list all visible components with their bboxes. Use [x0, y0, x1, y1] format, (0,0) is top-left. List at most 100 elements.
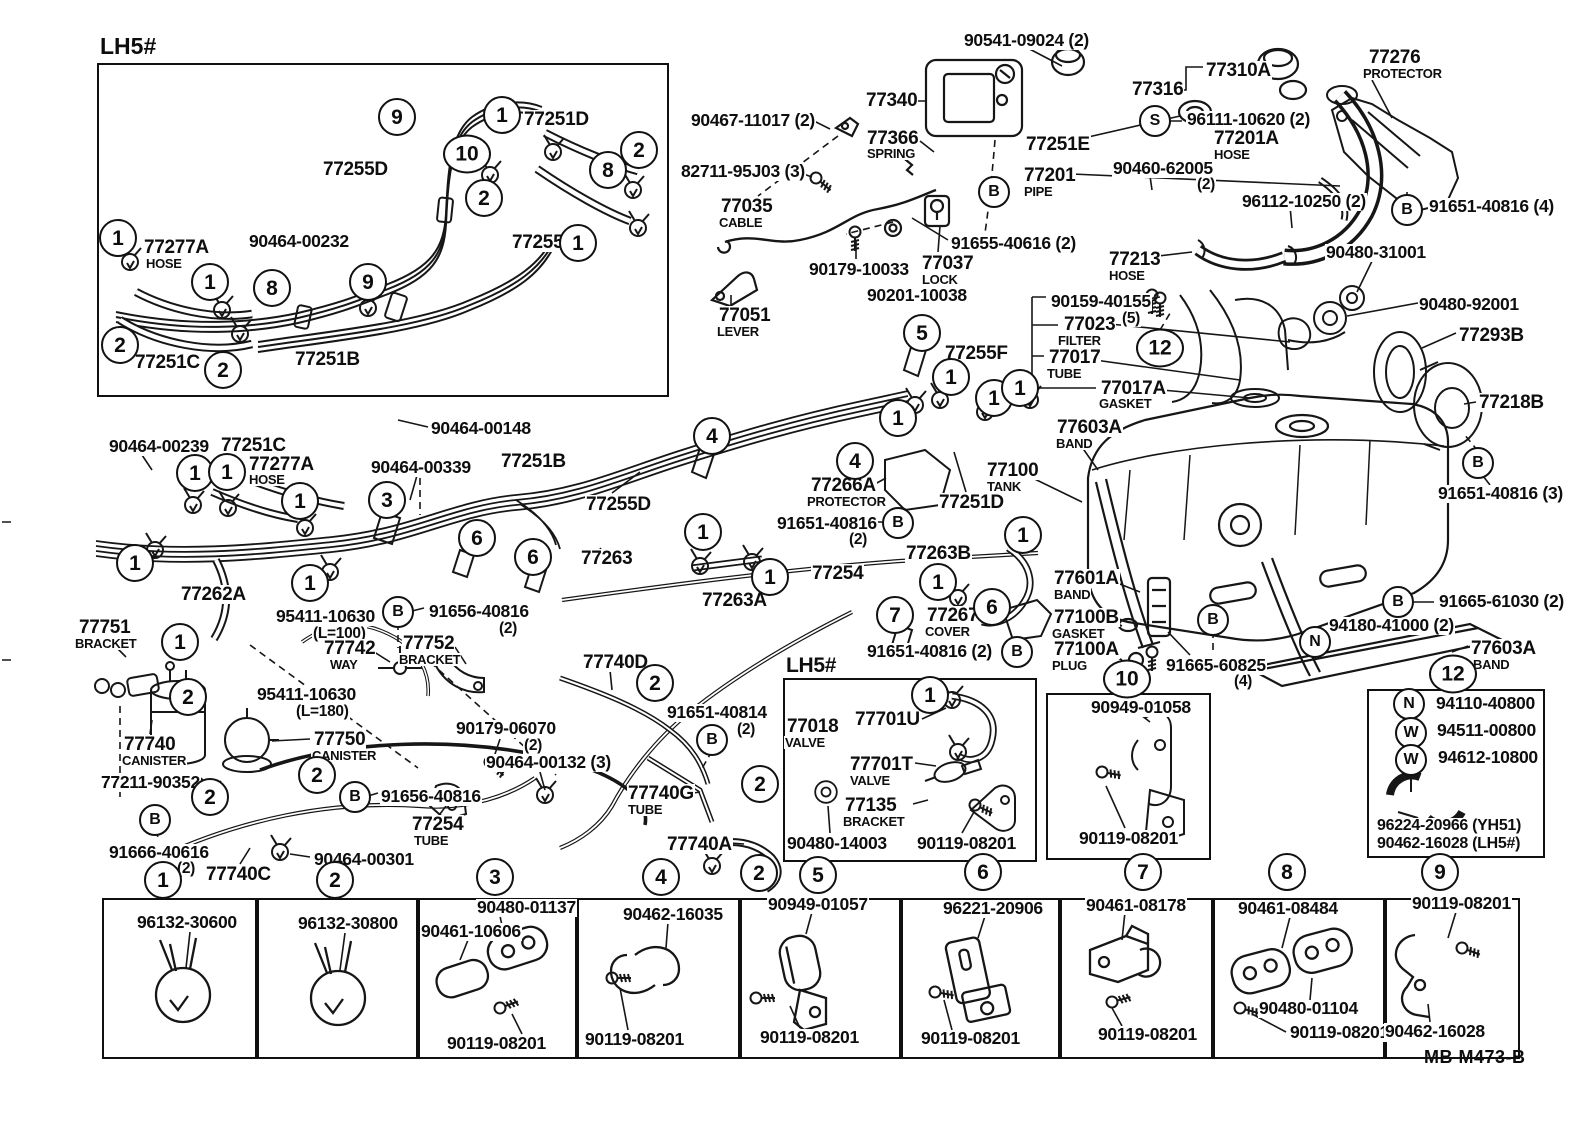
- part-label-77750: 77750: [313, 729, 367, 750]
- callout-1: 1: [919, 563, 957, 601]
- callout-1: 1: [208, 453, 246, 491]
- part-label-95411-10630: 95411-10630: [275, 606, 376, 626]
- part-label-91656-40816: 91656-40816: [380, 786, 482, 806]
- part-label-filter: FILTER: [1057, 333, 1102, 348]
- part-label-77740: 77740: [123, 734, 177, 755]
- page-variant-label: LH5#: [100, 33, 157, 59]
- callout-6: 6: [458, 519, 496, 557]
- part-label-valve: VALVE: [784, 735, 826, 750]
- bottom-cell-6: [899, 898, 1062, 1059]
- sender-tube-art: [1145, 288, 1346, 408]
- callout-1: 1: [751, 558, 789, 596]
- part-label-lh5: LH5#: [785, 654, 838, 677]
- callout-2: 2: [316, 861, 354, 899]
- callout-9: 9: [378, 98, 416, 136]
- part-label-protector: PROTECTOR: [1362, 66, 1443, 81]
- part-label-77742: 77742: [323, 638, 377, 659]
- callout-8: 8: [589, 151, 627, 189]
- callout-6: 6: [964, 853, 1002, 891]
- part-label-96224-20966-yh51: 96224-20966 (YH51): [1376, 817, 1523, 834]
- part-label-90119-08201: 90119-08201: [1289, 1022, 1390, 1042]
- callout-8: 8: [253, 269, 291, 307]
- part-label-77100: 77100: [986, 460, 1040, 481]
- part-label-77100b: 77100B: [1053, 607, 1120, 628]
- callout-3: 3: [476, 858, 514, 896]
- part-label-77277a: 77277A: [143, 237, 210, 258]
- part-label-90201-10038: 90201-10038: [866, 285, 968, 305]
- part-label-77218b: 77218B: [1478, 392, 1545, 413]
- part-label-band: BAND: [1053, 587, 1092, 602]
- part-label-pipe: PIPE: [1023, 184, 1054, 199]
- part-label-77017: 77017: [1048, 347, 1102, 368]
- part-label-91656-40816: 91656-40816: [428, 601, 530, 621]
- part-label-77262a: 77262A: [180, 584, 247, 605]
- part-label-lock: LOCK: [921, 272, 959, 287]
- callout-4: 4: [836, 442, 874, 480]
- callout-5: 5: [799, 856, 837, 894]
- part-label-94180-41000-2: 94180-41000 (2): [1328, 615, 1455, 635]
- bottom-row-art: [154, 924, 1483, 1032]
- part-label-77276: 77276: [1368, 47, 1422, 68]
- letter-callout-n: N: [1299, 626, 1331, 658]
- bottom-cell-8: [1211, 898, 1387, 1059]
- part-label-90464-00239: 90464-00239: [108, 436, 210, 456]
- part-label-90119-08201: 90119-08201: [446, 1033, 547, 1053]
- filler-door-art: [709, 46, 1308, 308]
- callout-1: 1: [161, 623, 199, 661]
- part-label-90461-10606: 90461-10606: [420, 921, 522, 941]
- part-label-90464-00148: 90464-00148: [430, 418, 532, 438]
- part-label-90464-00232: 90464-00232: [248, 231, 350, 251]
- part-label-bracket: BRACKET: [842, 814, 906, 829]
- callout-1: 1: [879, 399, 917, 437]
- part-label-91651-40816-2: 91651-40816 (2): [866, 641, 993, 661]
- part-label-protector: PROTECTOR: [806, 494, 887, 509]
- letter-callout-b: B: [882, 507, 914, 539]
- part-label-77293b: 77293B: [1458, 325, 1525, 346]
- part-label-90119-08201: 90119-08201: [1097, 1024, 1198, 1044]
- letter-callout-b: B: [139, 804, 171, 836]
- part-label-96112-10250-2: 96112-10250 (2): [1241, 191, 1367, 211]
- callout-8: 8: [1268, 853, 1306, 891]
- part-label-90462-16028: 90462-16028: [1384, 1021, 1486, 1041]
- part-label-77263a: 77263A: [701, 590, 768, 611]
- part-label-77251c: 77251C: [220, 435, 287, 456]
- part-label-91651-40816-3: 91651-40816 (3): [1437, 483, 1564, 503]
- part-label-77751: 77751: [78, 617, 132, 638]
- protector-art: [1330, 96, 1460, 212]
- part-label-77701t: 77701T: [849, 754, 914, 775]
- part-label-90541-09024-2: 90541-09024 (2): [963, 30, 1090, 50]
- letter-callout-b: B: [1391, 194, 1423, 226]
- part-label-l-100: (L=100): [312, 625, 367, 642]
- part-label-77603a: 77603A: [1056, 417, 1123, 438]
- part-label-l-180: (L=180): [295, 703, 350, 720]
- part-label-77051: 77051: [718, 305, 772, 326]
- part-label-77340: 77340: [865, 90, 919, 111]
- part-label-77135: 77135: [844, 795, 898, 816]
- part-label-77310a: 77310A: [1205, 60, 1272, 81]
- letter-callout-b: B: [1382, 586, 1414, 618]
- part-label-77740g: 77740G: [627, 783, 695, 804]
- part-label-90480-01104: 90480-01104: [1258, 998, 1359, 1018]
- part-label-gasket: GASKET: [1051, 626, 1106, 641]
- callout-7: 7: [876, 596, 914, 634]
- callout-2: 2: [636, 664, 674, 702]
- callout-2: 2: [740, 854, 778, 892]
- part-label-77017a: 77017A: [1100, 378, 1167, 399]
- part-label-hose: HOSE: [1213, 147, 1251, 162]
- callout-4: 4: [642, 858, 680, 896]
- part-label-tube: TUBE: [627, 802, 664, 817]
- callout-1: 1: [116, 544, 154, 582]
- part-label-77366: 77366: [866, 128, 920, 149]
- part-label-94110-40800: 94110-40800: [1435, 693, 1536, 713]
- part-label-82711-95j03-3: 82711-95J03 (3): [680, 161, 806, 181]
- letter-callout-b: B: [978, 176, 1010, 208]
- part-label-90461-08484: 90461-08484: [1237, 898, 1339, 918]
- part-label-90119-08201: 90119-08201: [920, 1028, 1021, 1048]
- part-label-90460-62005: 90460-62005: [1112, 158, 1214, 178]
- part-label-91651-40816-4: 91651-40816 (4): [1428, 196, 1555, 216]
- part-label-96111-10620-2: 96111-10620 (2): [1186, 109, 1311, 129]
- callout-1: 1: [559, 224, 597, 262]
- part-label-90949-01057: 90949-01057: [767, 894, 869, 914]
- part-label-tube: TUBE: [413, 833, 450, 848]
